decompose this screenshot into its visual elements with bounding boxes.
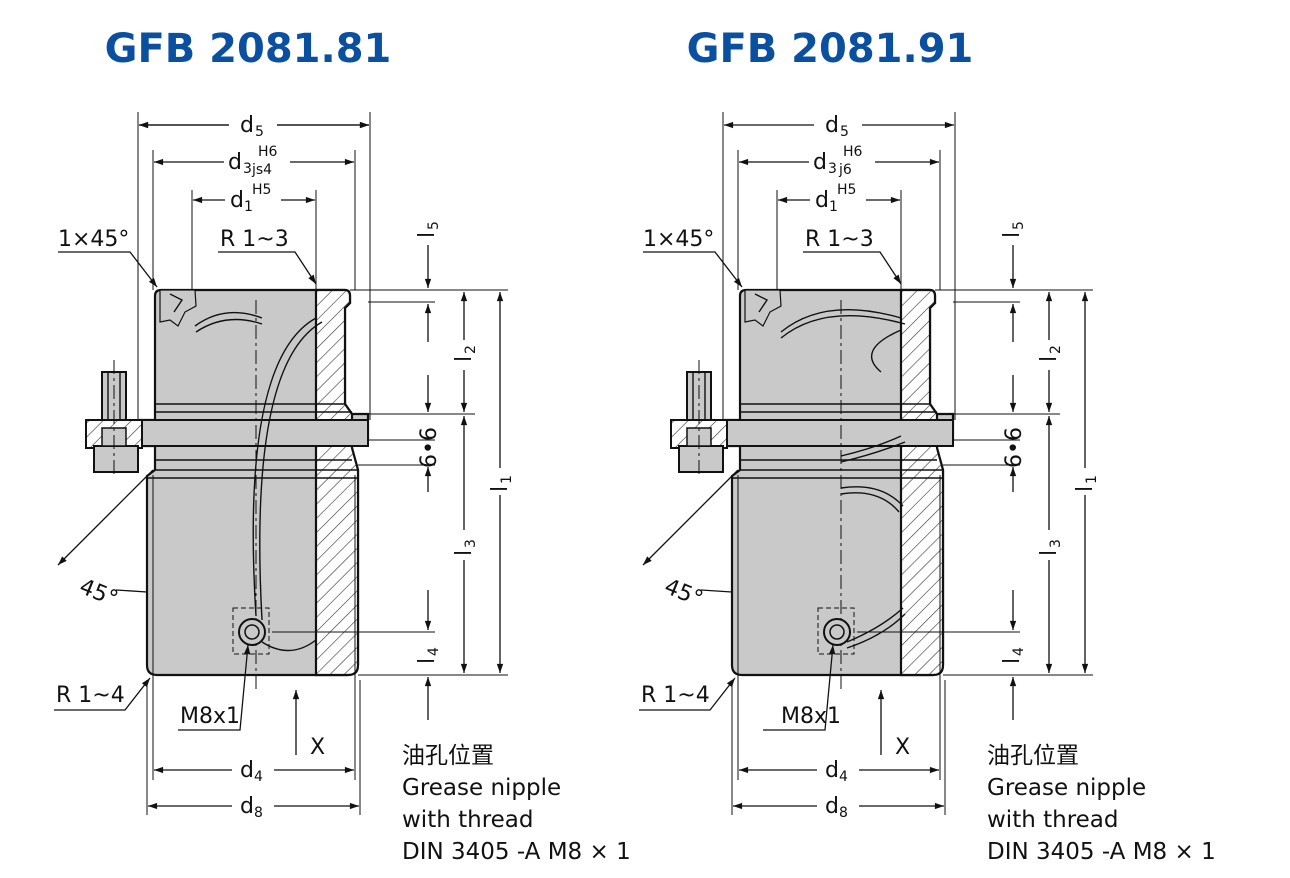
d1-subscript: 1 (244, 199, 253, 215)
l5-subscript: 5 (1011, 221, 1027, 230)
l4-label: l (1000, 658, 1025, 664)
groove-size-label: 6•6 (417, 427, 442, 468)
d5-label: d (240, 113, 254, 138)
chamfer-label: 1×45° (643, 227, 714, 252)
radius-top-label: R 1~3 (220, 227, 289, 252)
l5-label: l (1000, 232, 1025, 238)
view-x-label: X (310, 735, 325, 760)
note-chinese: 油孔位置 (402, 743, 494, 769)
l3-label: l (452, 550, 477, 556)
l4-label: l (415, 658, 440, 664)
d3-tolerance-lower: j6 (838, 162, 852, 178)
l5-subscript: 5 (426, 221, 442, 230)
l1-label: l (1073, 486, 1098, 492)
note-chinese: 油孔位置 (987, 743, 1079, 769)
d3-tolerance-lower: js4 (251, 162, 272, 178)
l4-subscript: 4 (1011, 647, 1027, 656)
thread-label: M8x1 (781, 704, 841, 729)
drawing-right: GFB 2081.91 (639, 26, 1216, 865)
radius-bottom-label: R 1~4 (56, 683, 125, 708)
l2-label: l (452, 356, 477, 362)
note-line-3: DIN 3405 -A M8 × 1 (987, 839, 1216, 865)
l2-subscript: 2 (463, 345, 479, 354)
note-line-1: Grease nipple (987, 775, 1146, 801)
d4-subscript: 4 (839, 769, 848, 785)
d1-label: d (815, 188, 829, 213)
l3-subscript: 3 (463, 539, 479, 548)
d1-tolerance: H5 (252, 182, 271, 198)
d8-subscript: 8 (254, 805, 263, 821)
d5-subscript: 5 (255, 124, 264, 140)
l3-subscript: 3 (1048, 539, 1064, 548)
thread-label: M8x1 (180, 704, 240, 729)
d1-label: d (230, 188, 244, 213)
d4-label: d (825, 758, 839, 783)
note-line-2: with thread (987, 807, 1119, 833)
d4-subscript: 4 (254, 769, 263, 785)
d4-label: d (240, 758, 254, 783)
l1-subscript: 1 (499, 475, 515, 484)
note-line-2: with thread (402, 807, 534, 833)
extension-lines (722, 112, 1093, 815)
l2-subscript: 2 (1048, 345, 1064, 354)
d5-label: d (825, 113, 839, 138)
chamfer-label: 1×45° (58, 227, 129, 252)
view-x-label: X (895, 735, 910, 760)
l2-label: l (1037, 356, 1062, 362)
radius-top-label: R 1~3 (805, 227, 874, 252)
l5-label: l (415, 232, 440, 238)
d8-subscript: 8 (839, 805, 848, 821)
grease-groove (780, 309, 906, 649)
d5-subscript: 5 (840, 124, 849, 140)
d1-tolerance: H5 (837, 182, 856, 198)
l4-subscript: 4 (426, 647, 442, 656)
d3-tolerance-upper: H6 (843, 144, 863, 160)
d3-subscript: 3 (828, 161, 837, 177)
d8-label: d (240, 794, 254, 819)
groove-size-label: 6•6 (1002, 427, 1027, 468)
d3-tolerance-upper: H6 (258, 144, 278, 160)
d3-label: d (813, 150, 827, 175)
l1-subscript: 1 (1084, 475, 1100, 484)
note-line-3: DIN 3405 -A M8 × 1 (402, 839, 631, 865)
d3-label: d (228, 150, 242, 175)
radius-bottom-label: R 1~4 (641, 683, 710, 708)
l3-label: l (1037, 550, 1062, 556)
grease-groove (194, 311, 323, 652)
drawing-title: GFB 2081.81 (105, 26, 392, 72)
drawing-left: GFB 2081.81 d 5 d 3 H6 js4 (54, 26, 631, 865)
d3-subscript: 3 (243, 161, 252, 177)
note-line-1: Grease nipple (402, 775, 561, 801)
bushing-section-view (669, 288, 955, 692)
angle-label: 45° (76, 574, 122, 612)
l1-label: l (488, 486, 513, 492)
d8-label: d (825, 794, 839, 819)
d1-subscript: 1 (829, 199, 838, 215)
drawing-title: GFB 2081.91 (687, 26, 974, 72)
bushing-section-view (84, 288, 370, 692)
extension-lines (137, 112, 508, 815)
angle-label: 45° (661, 574, 707, 612)
